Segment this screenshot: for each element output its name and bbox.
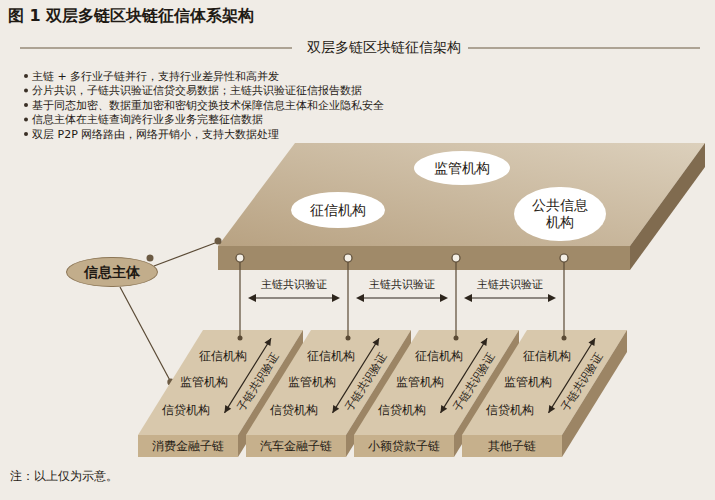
chain-dot (346, 336, 351, 341)
connector (120, 287, 171, 382)
node-text: 信贷机构 (270, 403, 318, 417)
header-rule (20, 48, 292, 49)
node-text: 其他子链 (488, 439, 536, 453)
node-text: 信贷机构 (162, 403, 210, 417)
institution-text: 信贷机构 (270, 403, 318, 417)
arrowhead (372, 338, 379, 346)
institution-text: 征信机构 (415, 349, 463, 363)
bullet-text: 信息主体在主链查询跨行业多业务完整征信数据 (32, 112, 263, 127)
institution-text: 征信机构 (199, 349, 247, 363)
institution-text: 征信机构 (523, 349, 571, 363)
node-text: 消费金融子链 (152, 439, 224, 453)
arrowhead (588, 338, 595, 346)
entity-ellipse: 征信机构 (291, 192, 385, 228)
node-text: 征信机构 (307, 349, 355, 363)
node-text: 汽车金融子链 (260, 439, 332, 453)
bullet-text: 分片共识，子链共识验证信贷交易数据；主链共识验证征信报告数据 (32, 83, 362, 98)
bullet-dots (24, 74, 28, 136)
entity-ellipse: 公共信息机构 (514, 187, 605, 242)
institution-text: 征信机构 (307, 349, 355, 363)
node-text: 小额贷款子链 (368, 439, 440, 453)
leader-dot (147, 255, 154, 262)
sub-chain-front-face: 其他子链 (462, 435, 562, 457)
institution-text: 信贷机构 (486, 403, 534, 417)
institution-text: 监管机构 (504, 375, 552, 389)
section-heading: 双层多链区块链征信架构 (303, 39, 465, 57)
main-chain-side (630, 143, 705, 270)
consensus-arrowheads (248, 294, 556, 302)
bullet-text: 主链 + 多行业子链并行，支持行业差异性和高并发 (32, 69, 279, 84)
chain-dots (236, 254, 568, 262)
chain-dot (562, 336, 567, 341)
sub-chain-front-face: 小额贷款子链 (354, 435, 454, 457)
node-text: 监管机构 (504, 375, 552, 389)
node-text: 信贷机构 (486, 403, 534, 417)
institution-text: 监管机构 (396, 375, 444, 389)
consensus-label: 主链共识验证 (369, 277, 435, 292)
node-text: 监管机构 (180, 375, 228, 389)
main-chain-top (218, 143, 705, 246)
arrowhead (225, 405, 232, 413)
header-rule (468, 48, 700, 49)
chain-dot (454, 336, 459, 341)
sub-chain-front (354, 435, 454, 457)
arrowhead (333, 405, 340, 413)
institution-text: 监管机构 (180, 375, 228, 389)
note: 注：以上仅为示意。 (10, 468, 118, 485)
arrowhead (441, 405, 448, 413)
institution-text: 信贷机构 (378, 403, 426, 417)
node-text: 征信机构 (199, 349, 247, 363)
sub-chain-front (138, 435, 238, 457)
node-text: 信贷机构 (378, 403, 426, 417)
sub-chain-shape (462, 322, 628, 459)
institution-text: 信贷机构 (162, 403, 210, 417)
node-text: 公共信息机构 (532, 197, 588, 231)
node-text: 征信机构 (415, 349, 463, 363)
consensus-label: 主链共识验证 (477, 277, 543, 292)
consensus-arrows (254, 297, 550, 298)
chain-links (240, 262, 564, 331)
node-text: 监管机构 (396, 375, 444, 389)
figure-title: 图 1 双层多链区块链征信体系架构 (8, 6, 254, 27)
chain-dot (238, 336, 243, 341)
arrowhead (549, 405, 556, 413)
arrowhead (264, 338, 271, 346)
arrowhead (480, 338, 487, 346)
sub-chain-front-face: 汽车金融子链 (246, 435, 346, 457)
main-chain-front (218, 246, 630, 270)
consensus-label: 主链共识验证 (261, 277, 327, 292)
sub-chain-front (246, 435, 346, 457)
leader-dot (215, 238, 222, 245)
node-text: 监管机构 (288, 375, 336, 389)
leader-line (154, 243, 215, 266)
node-text: 监管机构 (434, 160, 490, 177)
sub-chain-front (462, 435, 562, 457)
institution-text: 监管机构 (288, 375, 336, 389)
node-text: 信息主体 (84, 264, 140, 281)
node-text: 征信机构 (310, 202, 366, 219)
entity-ellipse: 信息主体 (66, 257, 157, 287)
node-text: 征信机构 (523, 349, 571, 363)
entity-ellipse: 监管机构 (414, 151, 510, 185)
bullet-text: 双层 P2P 网络路由，网络开销小，支持大数据处理 (32, 127, 279, 142)
sub-chain-slab: 其他子链征信机构监管机构信贷机构子链共识验证 (462, 322, 628, 459)
sub-chain-front-face: 消费金融子链 (138, 435, 238, 457)
bullet-text: 基于同态加密、数据重加密和密钥交换技术保障信息主体和企业隐私安全 (32, 98, 384, 113)
